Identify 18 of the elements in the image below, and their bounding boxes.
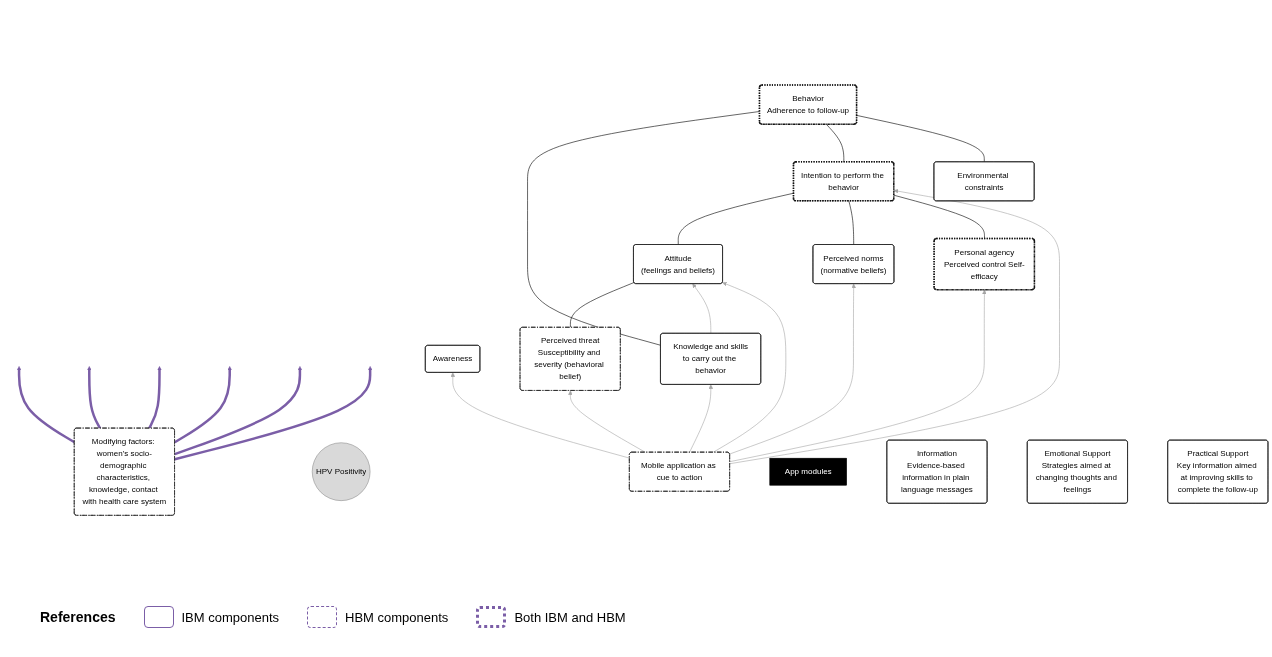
legend-text: HBM components	[345, 609, 449, 625]
arrow	[174, 366, 373, 461]
legend-heading: References	[40, 609, 116, 625]
arrow	[16, 366, 76, 444]
node-circle: HPV Positivity	[311, 442, 371, 501]
arrow	[87, 366, 102, 429]
connector	[856, 114, 985, 163]
legend-text: Both IBM and HBM	[514, 609, 626, 625]
connector	[848, 200, 854, 245]
arrow	[174, 366, 232, 444]
node-box: App modules	[769, 457, 847, 486]
connector	[893, 194, 985, 239]
arrow	[148, 366, 162, 429]
connector	[826, 123, 845, 163]
legend-text: IBM components	[181, 609, 280, 625]
connector	[570, 282, 635, 328]
arrow	[174, 366, 303, 456]
connector	[527, 111, 760, 346]
